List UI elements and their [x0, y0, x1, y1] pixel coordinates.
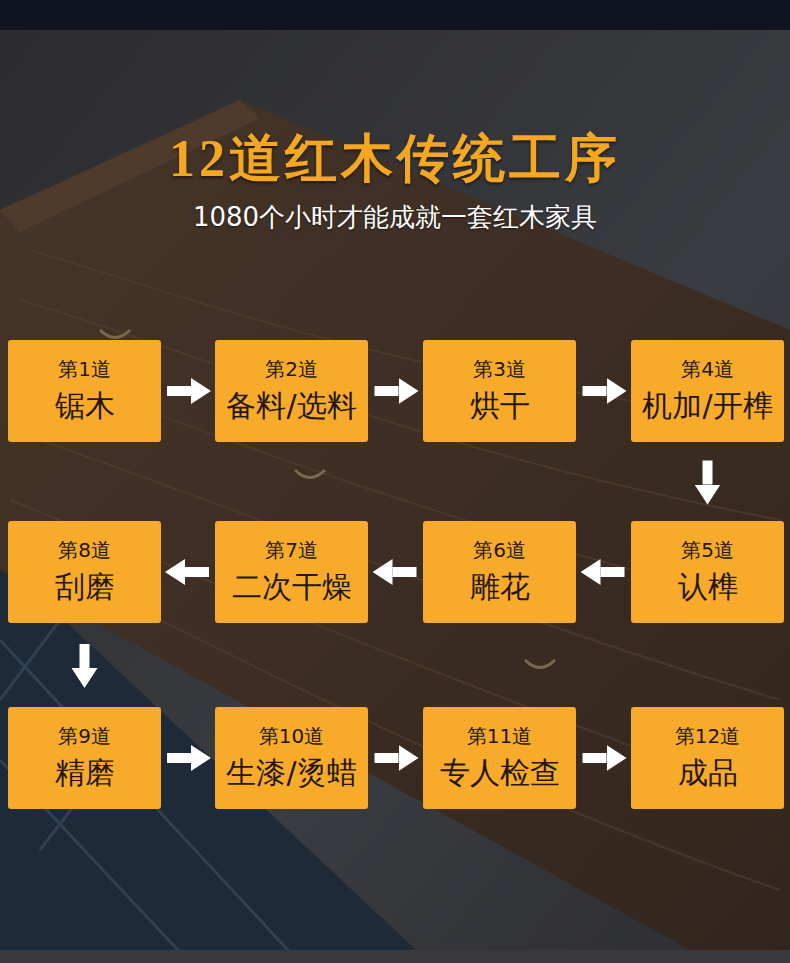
- step-name: 烘干: [470, 386, 530, 426]
- process-box: 第6道雕花: [423, 521, 576, 623]
- step-name: 备料/选料: [226, 386, 356, 426]
- flow-arrow: [601, 567, 625, 577]
- step-number: 第11道: [467, 723, 532, 749]
- step-number: 第6道: [473, 537, 526, 563]
- step-name: 精磨: [55, 753, 115, 793]
- step-number: 第5道: [681, 537, 734, 563]
- flow-arrow: [167, 753, 191, 763]
- step-name: 生漆/烫蜡: [226, 753, 356, 793]
- process-box: 第8道刮磨: [8, 521, 161, 623]
- step-name: 专人检查: [440, 753, 560, 793]
- step-number: 第9道: [58, 723, 111, 749]
- process-box: 第7道二次干燥: [215, 521, 368, 623]
- process-box: 第12道成品: [631, 707, 784, 809]
- step-name: 二次干燥: [232, 567, 352, 607]
- process-box: 第9道精磨: [8, 707, 161, 809]
- bottom-bar: [0, 950, 790, 963]
- process-box: 第3道烘干: [423, 340, 576, 442]
- flow-arrow: [703, 461, 713, 485]
- flow-arrow: [393, 567, 417, 577]
- process-box: 第4道机加/开榫: [631, 340, 784, 442]
- subtitle: 1080个小时才能成就一套红木家具: [0, 200, 790, 235]
- process-box: 第5道认榫: [631, 521, 784, 623]
- step-name: 机加/开榫: [642, 386, 772, 426]
- flow-arrow: [80, 644, 90, 668]
- flow-arrow: [375, 753, 399, 763]
- step-number: 第3道: [473, 356, 526, 382]
- step-number: 第7道: [265, 537, 318, 563]
- step-name: 锯木: [55, 386, 115, 426]
- flow-arrow: [583, 386, 607, 396]
- flow-arrow: [185, 567, 209, 577]
- flow-arrow: [375, 386, 399, 396]
- step-number: 第10道: [259, 723, 324, 749]
- step-name: 成品: [678, 753, 738, 793]
- step-number: 第1道: [58, 356, 111, 382]
- top-bar: [0, 0, 790, 30]
- step-name: 认榫: [678, 567, 738, 607]
- step-name: 刮磨: [55, 567, 115, 607]
- step-name: 雕花: [470, 567, 530, 607]
- title: 12道红木传统工序: [0, 124, 790, 194]
- flow-arrow: [167, 386, 191, 396]
- step-number: 第2道: [265, 356, 318, 382]
- process-box: 第1道锯木: [8, 340, 161, 442]
- step-number: 第4道: [681, 356, 734, 382]
- process-box: 第2道备料/选料: [215, 340, 368, 442]
- step-number: 第8道: [58, 537, 111, 563]
- flow-arrow: [583, 753, 607, 763]
- step-number: 第12道: [675, 723, 740, 749]
- process-box: 第11道专人检查: [423, 707, 576, 809]
- process-box: 第10道生漆/烫蜡: [215, 707, 368, 809]
